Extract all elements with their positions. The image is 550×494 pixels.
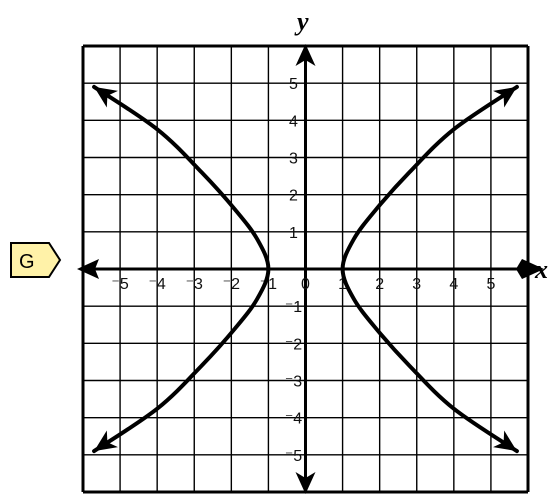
y-axis-arrow-down (295, 472, 316, 494)
y-tick-label: ⁻3 (285, 374, 302, 391)
x-tick-label: 0 (301, 276, 310, 293)
curves (92, 84, 519, 454)
y-axis-label: y (294, 7, 309, 36)
y-tick-label: ⁻5 (285, 448, 302, 465)
curve-arrow-right-top (493, 86, 517, 108)
x-tick-label: ⁻2 (223, 276, 240, 293)
hyperbola-branch-right (340, 84, 519, 454)
x-axis-arrow-right (516, 259, 544, 279)
x-axis-arrow-left (77, 259, 99, 279)
x-tick-label: ⁻4 (148, 276, 165, 293)
g-badge: G (10, 242, 62, 278)
y-axis-arrow-up (295, 44, 316, 66)
y-tick-label: 3 (289, 151, 298, 168)
curve-arrow-right-bottom (493, 430, 517, 452)
hyperbola-branch-left (92, 84, 271, 454)
y-tick-label: ⁻4 (285, 411, 302, 428)
axes (77, 44, 544, 494)
y-tick-label: 2 (289, 188, 298, 205)
x-tick-label: 5 (486, 276, 495, 293)
y-tick-label: ⁻2 (285, 336, 302, 353)
x-tick-label: ⁻3 (186, 276, 203, 293)
x-tick-label: 2 (375, 276, 384, 293)
y-tick-label: 5 (289, 76, 298, 93)
x-tick-label: 1 (338, 276, 347, 293)
y-tick-label: 1 (289, 225, 298, 242)
x-tick-label: 4 (449, 276, 458, 293)
badge-shape (10, 242, 62, 278)
y-tick-label: 4 (289, 113, 298, 130)
x-tick-label: 3 (412, 276, 421, 293)
y-tick-label: ⁻1 (285, 299, 302, 316)
badge-label: G (19, 251, 35, 273)
x-tick-label: ⁻5 (111, 276, 128, 293)
x-axis-label: x (534, 255, 548, 284)
curve-arrow-left-top (94, 86, 118, 108)
curve-arrow-left-bottom (94, 430, 118, 452)
